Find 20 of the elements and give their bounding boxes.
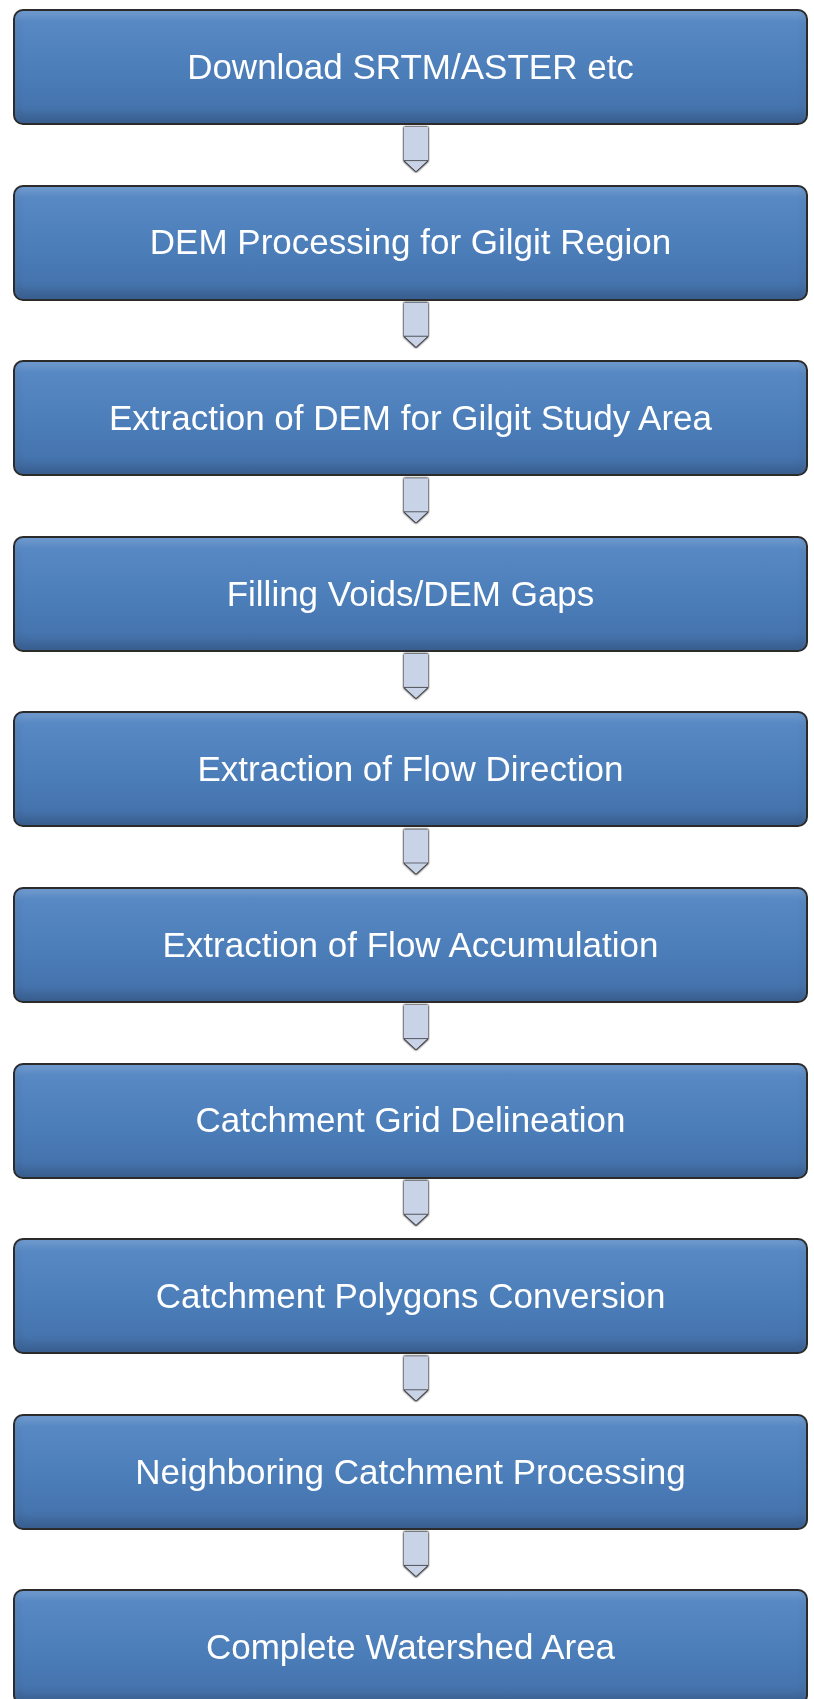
step-label: Complete Watershed Area (204, 1627, 617, 1668)
process-box (13, 1062, 808, 1179)
process-box (13, 535, 808, 652)
process-box (13, 360, 808, 477)
process-box (13, 711, 808, 828)
step-label: DEM Processing for Gilgit Region (148, 222, 673, 263)
step-label: Download SRTM/ASTER etc (186, 46, 635, 88)
step-label: Catchment Polygons Conversion (154, 1276, 667, 1317)
process-box (13, 1238, 808, 1355)
process-box (13, 9, 808, 125)
step-label: Extraction of DEM for Gilgit Study Area (108, 398, 713, 439)
step-label: Extraction of Flow Accumulation (161, 924, 660, 966)
step-label: Filling Voids/DEM Gaps (225, 573, 596, 614)
step-label: Neighboring Catchment Processing (134, 1451, 687, 1492)
process-box (13, 887, 808, 1003)
step-label: Catchment Grid Delineation (194, 1100, 627, 1141)
process-box (13, 1589, 808, 1699)
process-box (13, 1413, 808, 1530)
process-box (13, 184, 808, 301)
step-label: Extraction of Flow Direction (196, 749, 625, 790)
